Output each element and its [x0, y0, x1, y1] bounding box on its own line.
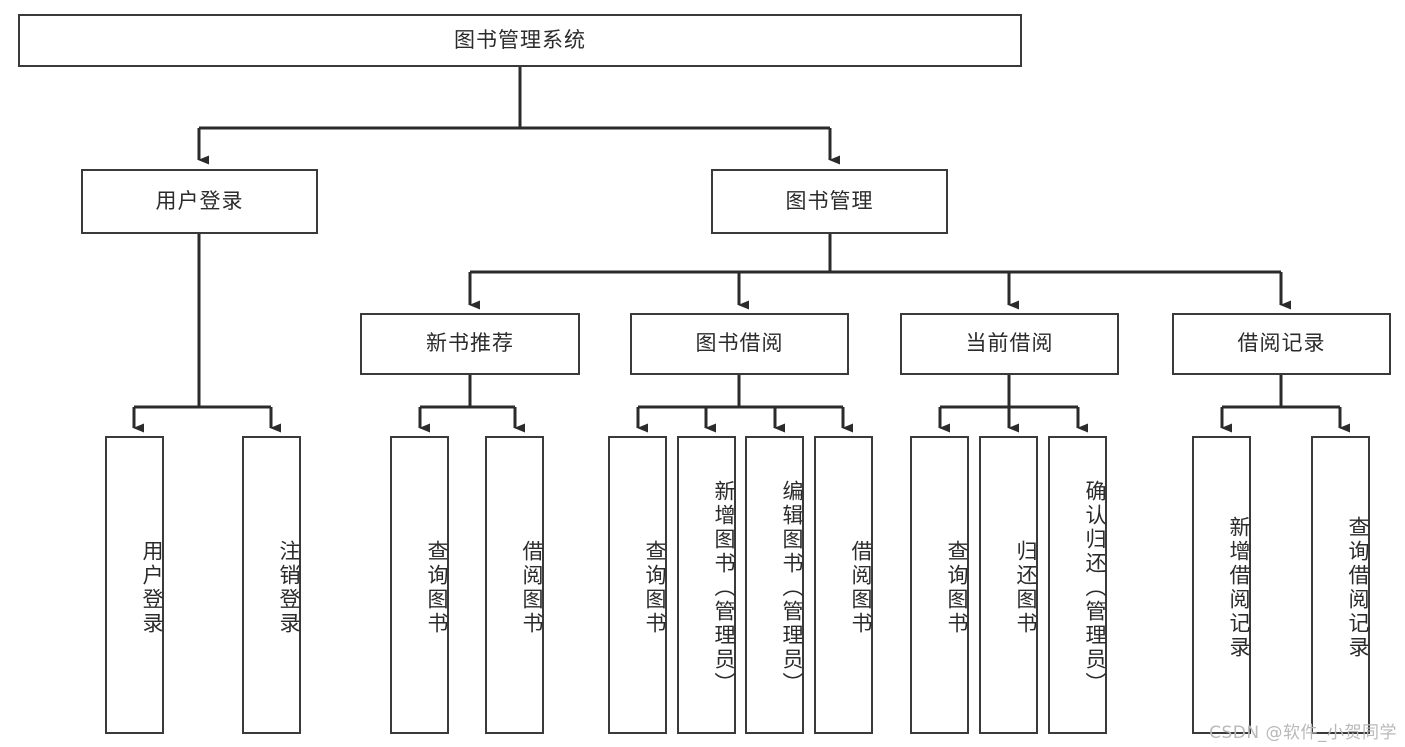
node-label: 图书借阅 [695, 331, 784, 356]
node-label: 用户登录 [155, 188, 244, 213]
node-label: 新增借阅记录 [1227, 516, 1251, 660]
node-label: 注销登录 [277, 540, 301, 636]
node-leaf-add-book-admin[interactable]: 新增图书（管理员） [677, 436, 736, 734]
node-book-management[interactable]: 图书管理 [711, 169, 948, 234]
node-borrow-record[interactable]: 借阅记录 [1172, 313, 1391, 375]
node-leaf-query-book-recommend[interactable]: 查询图书 [390, 436, 449, 734]
node-label: 新增图书（管理员） [712, 480, 736, 696]
node-label: 新书推荐 [426, 331, 514, 356]
node-label: 用户登录 [140, 540, 164, 636]
node-label: 借阅记录 [1237, 331, 1326, 356]
node-root-book-management-system[interactable]: 图书管理系统 [18, 14, 1022, 67]
node-leaf-user-login[interactable]: 用户登录 [105, 436, 164, 734]
node-leaf-borrow-book[interactable]: 借阅图书 [814, 436, 873, 734]
node-label: 编辑图书（管理员） [780, 480, 804, 696]
node-leaf-borrow-book-recommend[interactable]: 借阅图书 [485, 436, 544, 734]
node-leaf-query-book-current[interactable]: 查询图书 [910, 436, 969, 734]
node-leaf-add-borrow-record[interactable]: 新增借阅记录 [1192, 436, 1251, 734]
node-leaf-return-book[interactable]: 归还图书 [979, 436, 1038, 734]
node-current-borrow[interactable]: 当前借阅 [900, 313, 1119, 375]
node-label: 查询图书 [643, 540, 667, 636]
node-label: 当前借阅 [965, 331, 1054, 356]
node-leaf-edit-book-admin[interactable]: 编辑图书（管理员） [745, 436, 804, 734]
node-label: 借阅图书 [849, 540, 873, 636]
node-leaf-logout[interactable]: 注销登录 [242, 436, 301, 734]
node-label: 图书管理 [785, 188, 874, 213]
node-book-borrow[interactable]: 图书借阅 [630, 313, 849, 375]
node-label: 图书管理系统 [454, 27, 586, 52]
node-label: 确认归还（管理员） [1083, 480, 1107, 696]
node-label: 查询图书 [425, 540, 449, 636]
node-user-login[interactable]: 用户登录 [81, 169, 318, 234]
node-label: 借阅图书 [520, 540, 544, 636]
node-label: 归还图书 [1014, 540, 1038, 636]
node-label: 查询图书 [945, 540, 969, 636]
node-new-book-recommend[interactable]: 新书推荐 [360, 313, 580, 375]
node-leaf-confirm-return-admin[interactable]: 确认归还（管理员） [1048, 436, 1107, 734]
node-leaf-query-borrow-record[interactable]: 查询借阅记录 [1311, 436, 1370, 734]
node-label: 查询借阅记录 [1346, 516, 1370, 660]
watermark-text: CSDN @软件_小贺同学 [1209, 723, 1397, 743]
node-leaf-query-book-borrow[interactable]: 查询图书 [608, 436, 667, 734]
